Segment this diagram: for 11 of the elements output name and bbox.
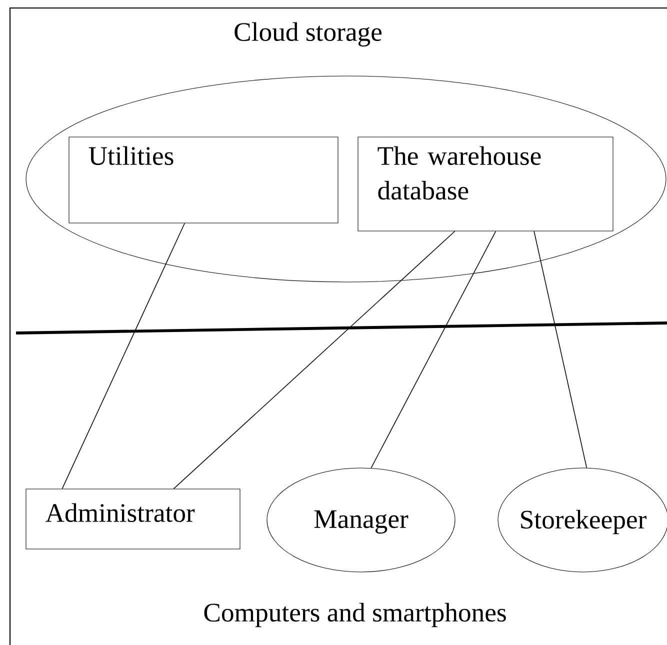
node-label: Administrator bbox=[46, 503, 195, 522]
heading: Cloud storage bbox=[234, 22, 382, 47]
connector-line bbox=[534, 230, 588, 468]
connector-line bbox=[370, 230, 496, 468]
node-label: Utilities bbox=[88, 146, 174, 166]
connector-line bbox=[173, 230, 456, 490]
node-label: Storekeeper bbox=[521, 510, 646, 534]
node-label: The warehouse database bbox=[378, 146, 541, 200]
connector-line bbox=[62, 222, 186, 490]
node-label: Manager bbox=[314, 510, 408, 534]
caption: Computers and smartphones bbox=[204, 602, 506, 628]
